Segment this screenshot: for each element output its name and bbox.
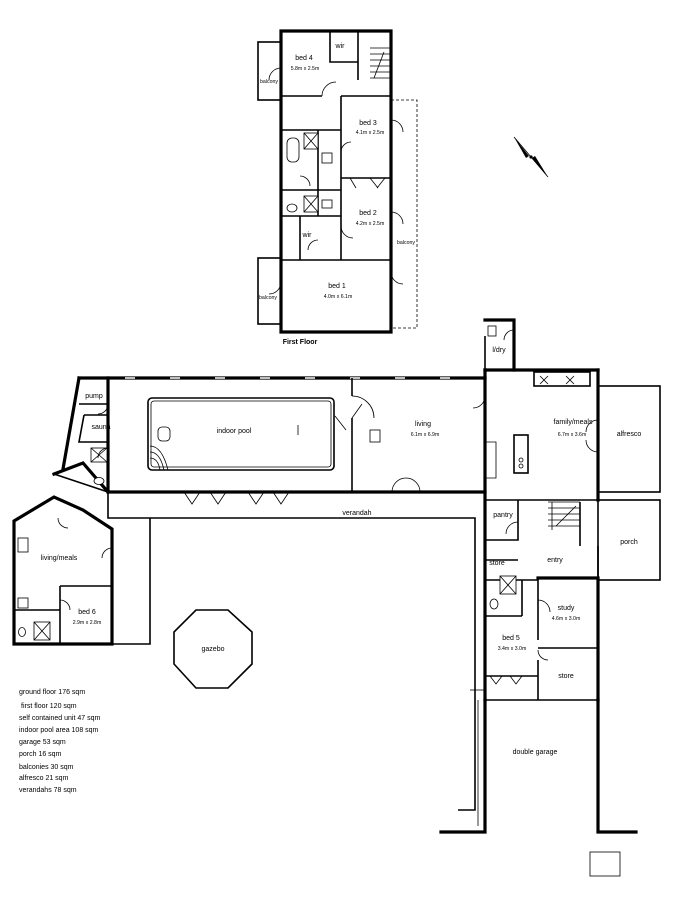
balcony-bottom xyxy=(257,257,282,325)
north-arrow-icon xyxy=(513,136,549,178)
area-line: indoor pool area 108 sqm xyxy=(19,727,99,734)
store-b-label: store xyxy=(558,673,574,680)
store-a-label: store xyxy=(489,560,505,567)
kitchen-bench-top xyxy=(533,371,591,387)
entry-label: entry xyxy=(547,557,563,564)
bed3-dims: 4.1m x 2.5m xyxy=(356,130,385,136)
area-summary: ground floor 176 sqm first floor 120 sqm… xyxy=(19,689,100,794)
bed2-label: bed 2 xyxy=(359,210,377,217)
first-floor-title: First Floor xyxy=(283,339,318,346)
sauna-label: sauna xyxy=(91,424,110,431)
area-line: porch 16 sqm xyxy=(19,751,62,758)
area-line: first floor 120 sqm xyxy=(21,703,77,710)
living-dims: 6.1m x 6.9m xyxy=(411,432,440,438)
balcony-bottom-label: balcony xyxy=(259,295,277,301)
wir-top-label: wir xyxy=(335,43,346,50)
alfresco-area xyxy=(597,385,661,493)
living-meals-label: living/meals xyxy=(41,555,78,562)
area-line: balconies 30 sqm xyxy=(19,764,74,771)
double-garage-label: double garage xyxy=(513,749,558,756)
area-line: alfresco 21 sqm xyxy=(19,775,69,782)
ldry-label: l/dry xyxy=(492,347,506,354)
first-floor: bed 4 5.8m x 2.5m wir bed 3 4.1m x 2.5m … xyxy=(257,29,418,346)
living-label: living xyxy=(415,421,431,428)
wir-mid-label: wir xyxy=(302,232,313,239)
study-dims: 4.6m x 3.0m xyxy=(552,616,581,622)
alfresco-label: alfresco xyxy=(617,431,642,438)
bed1-dims: 4.0m x 6.1m xyxy=(324,294,353,300)
bed2-dims: 4.2m x 2.5m xyxy=(356,221,385,227)
bed6-label: bed 6 xyxy=(78,609,96,616)
area-line: garage 53 sqm xyxy=(19,739,66,746)
porch-label: porch xyxy=(620,539,638,546)
pantry-label: pantry xyxy=(493,512,513,519)
bed4-label: bed 4 xyxy=(295,55,313,62)
verandah-label: verandah xyxy=(342,510,371,517)
area-line: ground floor 176 sqm xyxy=(19,689,85,696)
balcony-right-label: balcony xyxy=(397,240,415,246)
study-label: study xyxy=(558,605,575,612)
ground-floor xyxy=(12,318,661,834)
bed1-label: bed 1 xyxy=(328,283,346,290)
pump-label: pump xyxy=(85,393,103,400)
gazebo-structure xyxy=(173,609,253,689)
bed5-dims: 3.4m x 3.0m xyxy=(498,646,527,652)
kitchen-island xyxy=(513,434,529,474)
balcony-top-label: balcony xyxy=(260,79,278,85)
bed3-label: bed 3 xyxy=(359,120,377,127)
gazebo-label: gazebo xyxy=(202,646,225,653)
indoor-pool-label: indoor pool xyxy=(217,428,252,435)
scale-box-icon xyxy=(589,851,621,877)
family-meals-dims: 6.7m x 3.6m xyxy=(558,432,587,438)
family-meals-label: family/meals xyxy=(554,419,593,426)
bed6-dims: 2.9m x 2.8m xyxy=(73,620,102,626)
balcony-top xyxy=(257,41,282,101)
porch-area xyxy=(597,499,661,581)
area-line: self contained unit 47 sqm xyxy=(19,715,100,722)
bed4-dims: 5.8m x 2.5m xyxy=(291,66,320,72)
bed5-label: bed 5 xyxy=(502,635,520,642)
pool-basin xyxy=(147,397,335,471)
balcony-right xyxy=(391,99,418,329)
area-line: verandahs 78 sqm xyxy=(19,787,77,794)
